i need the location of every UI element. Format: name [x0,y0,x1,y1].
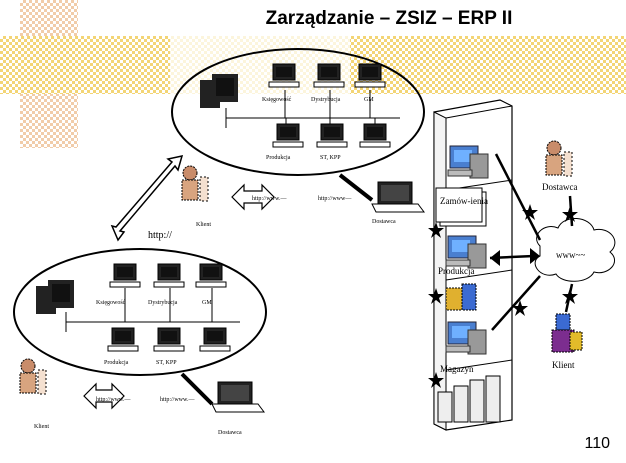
cloud-label: www~~ [556,250,585,260]
star-icon [562,288,578,304]
server-racks-icon [437,375,501,423]
laptop-icon [211,381,265,413]
link-label: http://www— [318,196,352,202]
computer-label: Księgowość [96,300,126,306]
double-arrow-icon [231,183,275,211]
supplier-icon [545,140,573,177]
computer-label: ST, KPP [320,155,341,161]
supplier-label: Dostawca [218,430,242,436]
middle-link-label: http:// [148,230,172,241]
computer-icon [359,123,391,148]
client-figure-icon [551,313,583,353]
slide-number: 110 [584,435,610,452]
computer-label: ST, KPP [156,360,177,366]
external-client-label: Klient [552,360,575,370]
client-label: Klient [34,424,49,430]
client-icon [181,165,209,202]
computer-icon [268,63,300,88]
computer-label: Dystrybucja [311,97,341,103]
laptop-icon [371,181,425,213]
computer-icon [195,263,227,288]
computer-icon [153,327,185,352]
computer-label: Księgowość [262,97,292,103]
link-arrow [338,173,374,202]
computer-icon [109,263,141,288]
client-label: Klient [196,222,211,228]
client-icon [19,358,47,395]
computer-icon [199,327,231,352]
erp-tower: Zamów-ienia Produkcja Magazyn [428,99,513,431]
server-icon [200,74,238,108]
page-title: Zarządzanie – ZSIZ – ERP II [265,8,513,29]
star-icon [512,300,528,316]
computer-icon [354,63,386,88]
bottom-network: Księgowość Dystrybucja GM Produkcja ST, … [13,248,267,376]
link-label: http://www.— [96,397,131,403]
computer-label: GM [364,97,374,103]
double-arrow-icon [110,155,184,242]
link-arrow [180,372,214,406]
computer-icon [153,263,185,288]
top-network: Księgowość Dystrybucja GM Produkcja ST, … [171,48,425,176]
computer-label: GM [202,300,212,306]
title-bar: Zarządzanie – ZSIZ – ERP II [170,4,608,34]
computer-label: Produkcja [104,360,129,366]
computer-icon [272,123,304,148]
link-label: http://www.— [160,397,195,403]
computer-icon [107,327,139,352]
erp-section-label: Produkcja [438,266,475,276]
computer-icon [313,63,345,88]
external-supplier-label: Dostawca [542,182,578,192]
computer-icon [316,123,348,148]
computer-label: Produkcja [266,155,291,161]
link-label: http://www.— [252,196,287,202]
supplier-label: Dostawca [372,219,396,225]
computer-label: Dystrybucja [148,300,178,306]
double-arrow-icon [83,382,125,410]
erp-section-label: Zamów-ienia [440,196,488,206]
server-icon [36,280,74,314]
internet-cloud: www~~ [534,218,616,282]
connection-arrows [489,153,578,331]
erp-section-label: Magazyn [440,364,474,374]
